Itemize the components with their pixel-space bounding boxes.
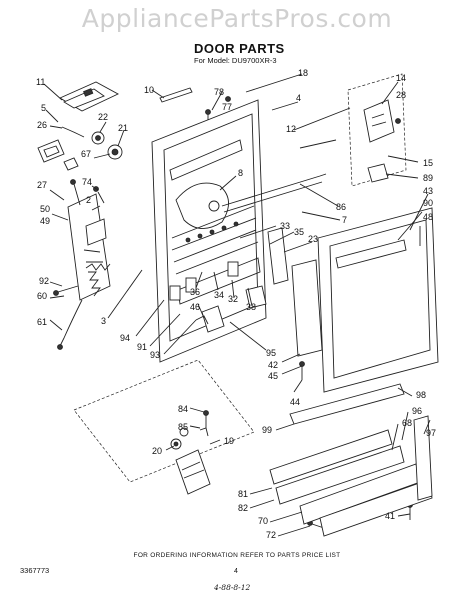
callout-14: 14	[396, 73, 406, 83]
callout-34: 34	[214, 290, 224, 300]
door-latch-handle	[59, 81, 119, 112]
sheet-part-number: 3367773	[20, 566, 50, 575]
callout-77: 77	[222, 102, 232, 112]
callout-7: 7	[342, 215, 347, 225]
callout-5: 5	[41, 103, 46, 113]
outer-door-panel	[317, 207, 439, 393]
callout-45: 45	[268, 371, 278, 381]
model-line: For Model: DU9700XR-3	[194, 56, 277, 65]
latch-detail-inset	[347, 73, 407, 187]
callout-60: 60	[37, 291, 47, 301]
latch-mechanism	[195, 305, 225, 333]
callout-19: 19	[224, 436, 234, 446]
callout-70: 70	[258, 516, 268, 526]
callout-2: 2	[86, 195, 91, 205]
toe-panels	[269, 383, 433, 537]
callout-43: 43	[423, 186, 433, 196]
callout-21: 21	[118, 123, 128, 133]
callout-78: 78	[214, 87, 224, 97]
callout-67: 67	[81, 149, 91, 159]
callout-35: 35	[294, 227, 304, 237]
callout-15: 15	[423, 158, 433, 168]
callout-32: 32	[228, 294, 238, 304]
callout-46: 46	[190, 302, 200, 312]
callout-91: 91	[137, 342, 147, 352]
callout-85: 85	[178, 422, 188, 432]
callout-72: 72	[266, 530, 276, 540]
callout-33: 33	[280, 221, 290, 231]
callout-49: 49	[40, 216, 50, 226]
hinge-cable	[59, 299, 83, 347]
diagram-title: DOOR PARTS	[194, 41, 285, 56]
callout-92: 92	[39, 276, 49, 286]
callout-86: 86	[336, 202, 346, 212]
ordering-info: FOR ORDERING INFORMATION REFER TO PARTS …	[133, 552, 341, 559]
callout-84: 84	[178, 404, 188, 414]
door-switch-assembly	[37, 126, 123, 171]
callout-23: 23	[308, 234, 318, 244]
callout-50: 50	[40, 204, 50, 214]
callout-98: 98	[416, 390, 426, 400]
callout-28: 28	[396, 90, 406, 100]
callout-94: 94	[120, 333, 130, 343]
callout-95: 95	[266, 348, 276, 358]
callout-96: 96	[412, 406, 422, 416]
page-number: 4	[234, 568, 238, 575]
callout-97: 97	[426, 428, 436, 438]
hinge-bracket	[67, 193, 111, 301]
callout-44: 44	[290, 397, 300, 407]
callout-18: 18	[298, 68, 308, 78]
callout-68: 68	[402, 418, 412, 428]
callout-81: 81	[238, 489, 248, 499]
callout-36: 36	[190, 287, 200, 297]
door-rod	[221, 173, 327, 207]
callout-8: 8	[238, 168, 243, 178]
callout-99: 99	[262, 425, 272, 435]
callout-4: 4	[296, 93, 301, 103]
callout-20: 20	[152, 446, 162, 456]
handwritten-note: 4-88-8-12	[214, 583, 251, 592]
callout-48: 48	[423, 212, 433, 222]
callout-10: 10	[144, 85, 154, 95]
cable-end	[57, 344, 63, 350]
callout-74: 74	[82, 177, 92, 187]
callout-38: 38	[246, 302, 256, 312]
callout-61: 61	[37, 317, 47, 327]
callout-22: 22	[98, 112, 108, 122]
callout-82: 82	[238, 503, 248, 513]
screws	[53, 96, 413, 529]
lower-hinge-inset	[73, 359, 255, 495]
callout-89: 89	[423, 173, 433, 183]
callout-26: 26	[37, 120, 47, 130]
top-vent-strip	[159, 87, 193, 103]
leader-lines	[43, 73, 431, 537]
callout-93: 93	[150, 350, 160, 360]
callout-12: 12	[286, 124, 296, 134]
callout-27: 27	[37, 180, 47, 190]
callout-11: 11	[36, 77, 45, 87]
vent-rod	[299, 139, 337, 149]
inner-door-frame	[151, 99, 267, 363]
callout-90: 90	[423, 198, 433, 208]
callout-3: 3	[101, 316, 106, 326]
callout-labels: 11 5 26 27 50 49 92 60 61 3 10 78 77 18 …	[36, 68, 436, 540]
watermark: AppliancePartsPros.com	[81, 4, 393, 33]
callout-41: 41	[385, 511, 395, 521]
callout-42: 42	[268, 360, 278, 370]
